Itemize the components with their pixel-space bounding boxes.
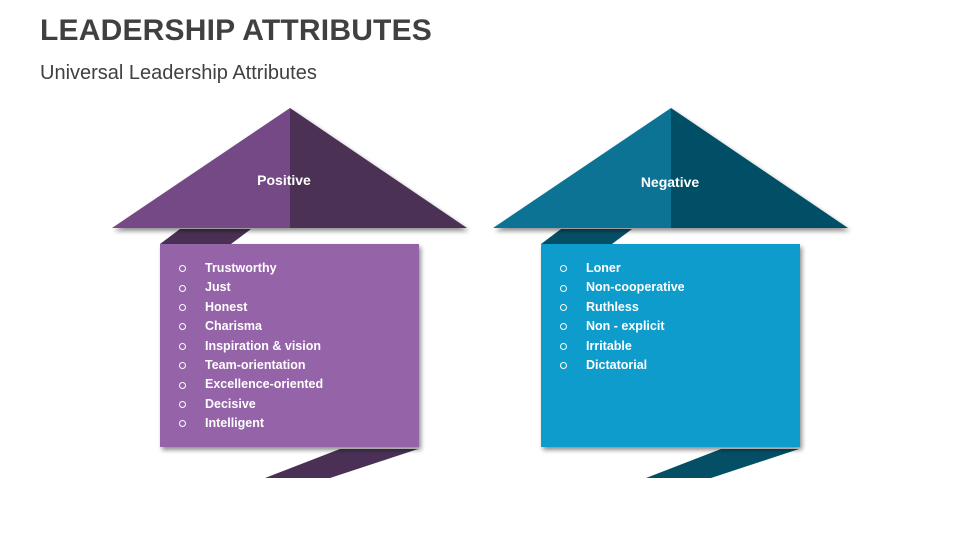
hollow-circle-bullet-icon bbox=[560, 265, 567, 273]
list-item-label: Non - explicit bbox=[586, 319, 665, 334]
list-item: Loner bbox=[541, 259, 800, 278]
list-item: Decisive bbox=[160, 395, 419, 414]
negative-box bbox=[541, 244, 800, 447]
list-item: Intelligent bbox=[160, 414, 419, 433]
list-item-label: Decisive bbox=[205, 396, 256, 411]
hollow-circle-bullet-icon bbox=[179, 362, 186, 370]
list-item: Irritable bbox=[541, 337, 800, 356]
list-item: Honest bbox=[160, 298, 419, 317]
list-item: Just bbox=[160, 278, 419, 297]
negative-heading: Negative bbox=[640, 174, 700, 190]
list-item-label: Team-orientation bbox=[205, 357, 306, 372]
hollow-circle-bullet-icon bbox=[179, 323, 186, 331]
positive-attribute-list: Trustworthy Just Honest Charisma Inspira… bbox=[160, 259, 419, 434]
hollow-circle-bullet-icon bbox=[560, 362, 567, 370]
positive-box bbox=[160, 244, 419, 447]
list-item: Team-orientation bbox=[160, 356, 419, 375]
page-subtitle: Universal Leadership Attributes bbox=[40, 62, 317, 84]
list-item-label: Excellence-oriented bbox=[205, 377, 324, 392]
list-item: Ruthless bbox=[541, 298, 800, 317]
page-title: LEADERSHIP ATTRIBUTES bbox=[40, 14, 433, 47]
negative-roof bbox=[493, 108, 848, 228]
list-item: Excellence-oriented bbox=[160, 375, 419, 394]
hollow-circle-bullet-icon bbox=[560, 323, 567, 331]
hollow-circle-bullet-icon bbox=[179, 265, 186, 273]
list-item: Non - explicit bbox=[541, 317, 800, 336]
negative-bottom-connector bbox=[646, 449, 799, 478]
list-item-label: Just bbox=[205, 280, 231, 295]
hollow-circle-bullet-icon bbox=[179, 400, 186, 408]
list-item-label: Honest bbox=[205, 299, 248, 314]
negative-top-connector bbox=[541, 229, 632, 244]
hollow-circle-bullet-icon bbox=[560, 303, 567, 311]
positive-bottom-connector bbox=[265, 449, 418, 478]
list-item: Inspiration & vision bbox=[160, 337, 419, 356]
negative-attribute-list: Loner Non-cooperative Ruthless Non - exp… bbox=[541, 259, 800, 375]
list-item-label: Non-cooperative bbox=[586, 280, 685, 295]
hollow-circle-bullet-icon bbox=[179, 284, 186, 292]
hollow-circle-bullet-icon bbox=[560, 284, 567, 292]
list-item-label: Dictatorial bbox=[586, 357, 648, 372]
positive-arrow bbox=[112, 108, 467, 478]
list-item: Non-cooperative bbox=[541, 278, 800, 297]
hollow-circle-bullet-icon bbox=[179, 381, 186, 389]
list-item: Dictatorial bbox=[541, 356, 800, 375]
hollow-circle-bullet-icon bbox=[179, 342, 186, 350]
hollow-circle-bullet-icon bbox=[179, 303, 186, 311]
positive-top-connector bbox=[160, 229, 251, 244]
negative-arrow bbox=[493, 108, 848, 478]
list-item-label: Trustworthy bbox=[205, 261, 277, 275]
list-item-label: Loner bbox=[586, 261, 621, 275]
positive-roof bbox=[112, 108, 467, 228]
list-item-label: Charisma bbox=[205, 319, 262, 334]
list-item-label: Intelligent bbox=[205, 416, 265, 431]
hollow-circle-bullet-icon bbox=[560, 342, 567, 350]
list-item: Charisma bbox=[160, 317, 419, 336]
list-item-label: Ruthless bbox=[586, 299, 639, 314]
positive-heading: Positive bbox=[257, 172, 311, 188]
list-item: Trustworthy bbox=[160, 259, 419, 278]
list-item-label: Irritable bbox=[586, 338, 632, 353]
hollow-circle-bullet-icon bbox=[179, 420, 186, 428]
list-item-label: Inspiration & vision bbox=[205, 338, 321, 353]
